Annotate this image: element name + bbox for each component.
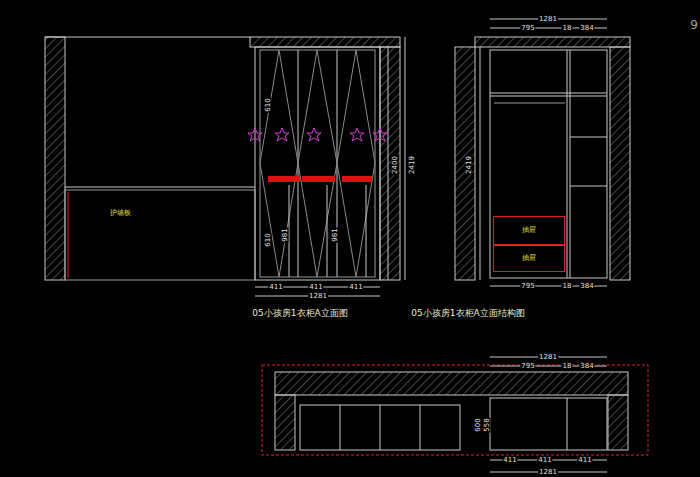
dimension-text: 795 <box>520 25 535 32</box>
dimension-text: 护墙板 <box>109 210 132 217</box>
dimension-text: 411 <box>348 284 363 291</box>
dimension-text: 1281 <box>538 354 558 361</box>
dimension-text: 1281 <box>538 469 558 476</box>
dimension-text: 981 <box>282 227 289 242</box>
dimension-text: 18 <box>562 283 573 290</box>
dimension-text: 384 <box>579 25 594 32</box>
dimension-text: 2419 <box>409 155 416 175</box>
dimension-text: 1281 <box>538 16 558 23</box>
dimension-text: 384 <box>579 283 594 290</box>
dimension-text: 2419 <box>466 155 473 175</box>
dimension-text: 558 <box>484 417 491 432</box>
dimension-text: 18 <box>562 25 573 32</box>
dimension-text: 384 <box>579 363 594 370</box>
dimension-text: 795 <box>520 363 535 370</box>
dimension-text: 411 <box>502 457 517 464</box>
drawer-box: 抽屉 <box>493 245 565 272</box>
dimension-text: 411 <box>308 284 323 291</box>
dimension-text: 411 <box>537 457 552 464</box>
drawer-box: 抽屉 <box>493 216 565 245</box>
drawing-caption: 05小孩房1衣柜A立面结构图 <box>410 309 525 318</box>
drawing-caption: 05小孩房1衣柜A立面图 <box>251 309 348 318</box>
dimension-text: 411 <box>577 457 592 464</box>
drawer-label: 抽屉 <box>522 227 536 234</box>
dimension-text: 411 <box>268 284 283 291</box>
dimension-text: 981 <box>332 227 339 242</box>
dimension-text: 795 <box>520 283 535 290</box>
dimension-text: 18 <box>562 363 573 370</box>
dimension-text: 610 <box>265 232 272 247</box>
dimension-text: 610 <box>265 97 272 112</box>
dimension-text: 1281 <box>308 293 328 300</box>
dimension-text: 600 <box>475 417 482 432</box>
drawer-label: 抽屉 <box>522 255 536 262</box>
dimension-text: 9 <box>689 19 699 31</box>
dimension-text: 2400 <box>392 155 399 175</box>
